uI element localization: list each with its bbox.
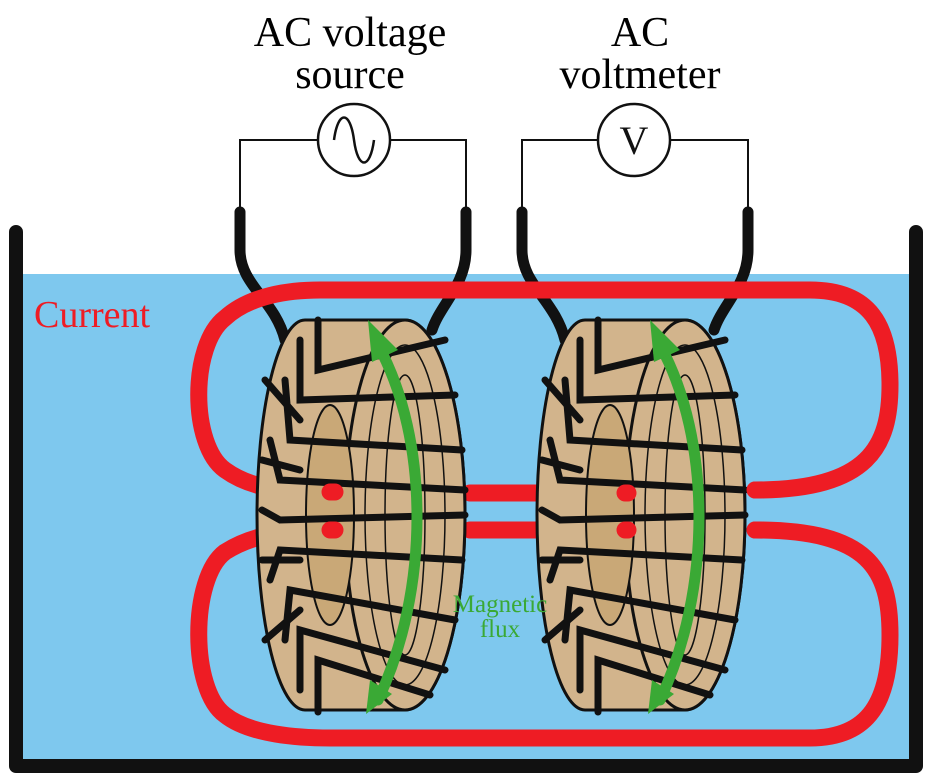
winding-left (258, 316, 469, 716)
source-wire-right (390, 139, 467, 215)
voltmeter-symbol: V (620, 118, 649, 163)
source-wire-left (239, 139, 318, 215)
flux-label-line1: Magnetic (452, 591, 548, 618)
source-label-line1: AC voltage (253, 10, 447, 56)
source-lead-left (234, 206, 291, 346)
magnetic-flux-label: Magnetic flux (430, 592, 570, 642)
tank-wall (9, 225, 923, 773)
meter-wire-left (521, 139, 598, 215)
winding-right (538, 316, 749, 716)
current-label: Current (34, 294, 151, 336)
current-through-cores (321, 481, 769, 539)
ac-sine-wave-icon (316, 102, 392, 178)
voltmeter-v-icon: V (596, 102, 672, 178)
ac-voltage-source-label: AC voltage source (220, 12, 480, 96)
meter-label-line1: AC (610, 10, 670, 56)
magnetic-flux-arrow-left (366, 320, 423, 714)
meter-label-line2: voltmeter (559, 52, 721, 98)
meter-wire-right (670, 139, 749, 215)
flux-label-line2: flux (479, 616, 521, 643)
source-label-line2: source (295, 52, 405, 98)
ac-voltmeter-label: AC voltmeter (535, 12, 745, 96)
magnetic-flux-arrow-right (648, 320, 705, 714)
